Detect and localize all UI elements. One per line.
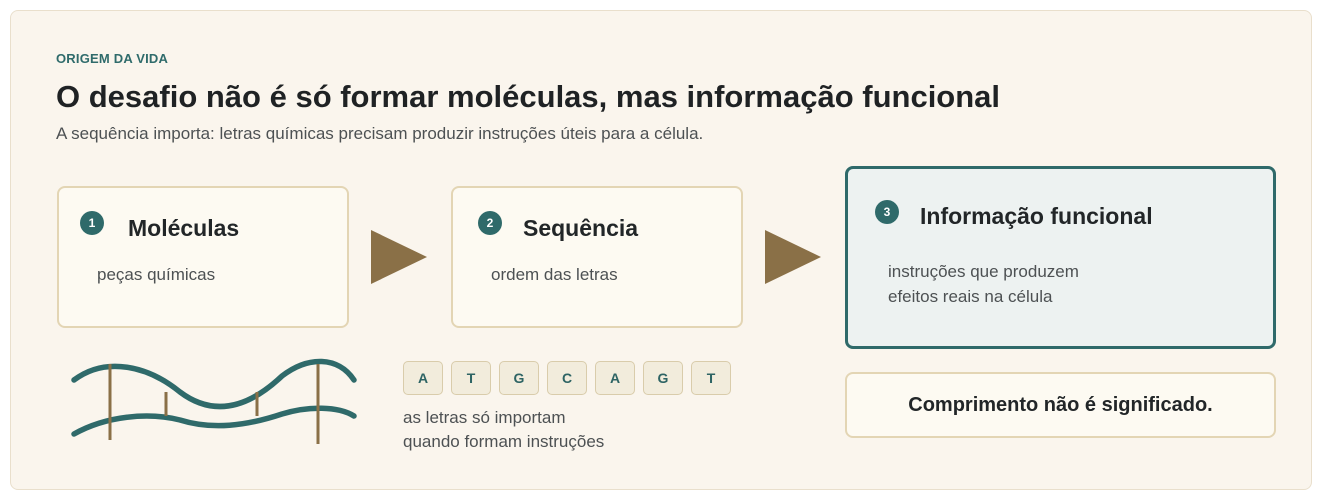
step-title: Moléculas [128, 215, 240, 241]
sequence-letter-tile: A [403, 361, 443, 395]
arrow-right-icon [765, 230, 821, 284]
sequence-letter-tile: A [595, 361, 635, 395]
step-title: Sequência [523, 215, 639, 241]
page-subtitle: A sequência importa: letras químicas pre… [56, 124, 704, 143]
sequence-letters: A T G C A G T [403, 361, 731, 395]
callout-text: Comprimento não é significado. [908, 393, 1213, 416]
step-title: Informação funcional [920, 203, 1153, 229]
sequence-letter-tile: G [643, 361, 683, 395]
sequence-note-line: as letras só importam [403, 408, 566, 427]
sequence-letter-tile: T [691, 361, 731, 395]
dna-helix-icon [71, 358, 357, 444]
step-card-molecules: 1 Moléculas peças químicas [57, 186, 349, 328]
step-number-badge: 1 [80, 211, 104, 235]
step-card-functional-information: 3 Informação funcional instruções que pr… [845, 166, 1276, 349]
helix-strand [71, 405, 357, 437]
arrow-right-icon [371, 230, 427, 284]
sequence-letter-tile: G [499, 361, 539, 395]
sequence-letter-tile: T [451, 361, 491, 395]
step-description: peças químicas [97, 262, 215, 287]
step-description: instruções que produzem efeitos reais na… [888, 259, 1079, 309]
step-description-line: peças químicas [97, 265, 216, 284]
step-number-badge: 3 [875, 200, 899, 224]
helix-strand [71, 358, 357, 410]
step-description-line: ordem das letras [491, 265, 618, 284]
sequence-note-line: quando formam instruções [403, 432, 605, 451]
step-card-sequence: 2 Sequência ordem das letras [451, 186, 743, 328]
sequence-letter-tile: C [547, 361, 587, 395]
sequence-note: as letras só importam quando formam inst… [403, 406, 604, 454]
step-description-line: instruções que produzem [888, 262, 1079, 281]
step-number-badge: 2 [478, 211, 502, 235]
callout-box: Comprimento não é significado. [845, 372, 1276, 438]
step-description-line: efeitos reais na célula [888, 287, 1053, 306]
page-title: O desafio não é só formar moléculas, mas… [56, 79, 1001, 114]
step-description: ordem das letras [491, 262, 618, 287]
eyebrow-label: ORIGEM DA VIDA [56, 51, 169, 66]
